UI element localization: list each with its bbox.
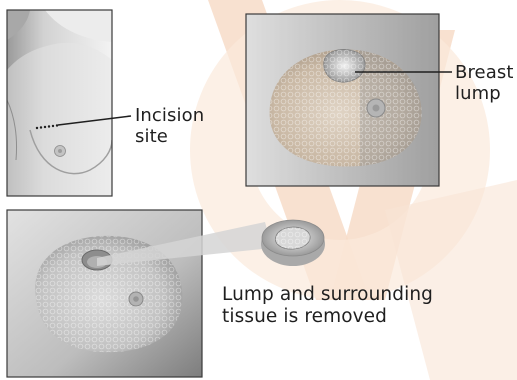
- panel-breast-lump: [246, 14, 439, 186]
- label-line: site: [135, 126, 204, 147]
- label-line: Incision: [135, 105, 204, 126]
- label-line: Lump and surrounding: [222, 284, 433, 306]
- panel-lump-removed: [7, 210, 202, 377]
- removed-tissue: [261, 220, 325, 266]
- label-incision-site: Incision site: [135, 105, 204, 147]
- label-line: Breast: [455, 62, 514, 83]
- label-breast-lump: Breast lump: [455, 62, 514, 104]
- panel-incision-site: [7, 10, 112, 196]
- label-lump-removed: Lump and surrounding tissue is removed: [222, 284, 433, 328]
- label-line: tissue is removed: [222, 306, 433, 328]
- label-line: lump: [455, 83, 514, 104]
